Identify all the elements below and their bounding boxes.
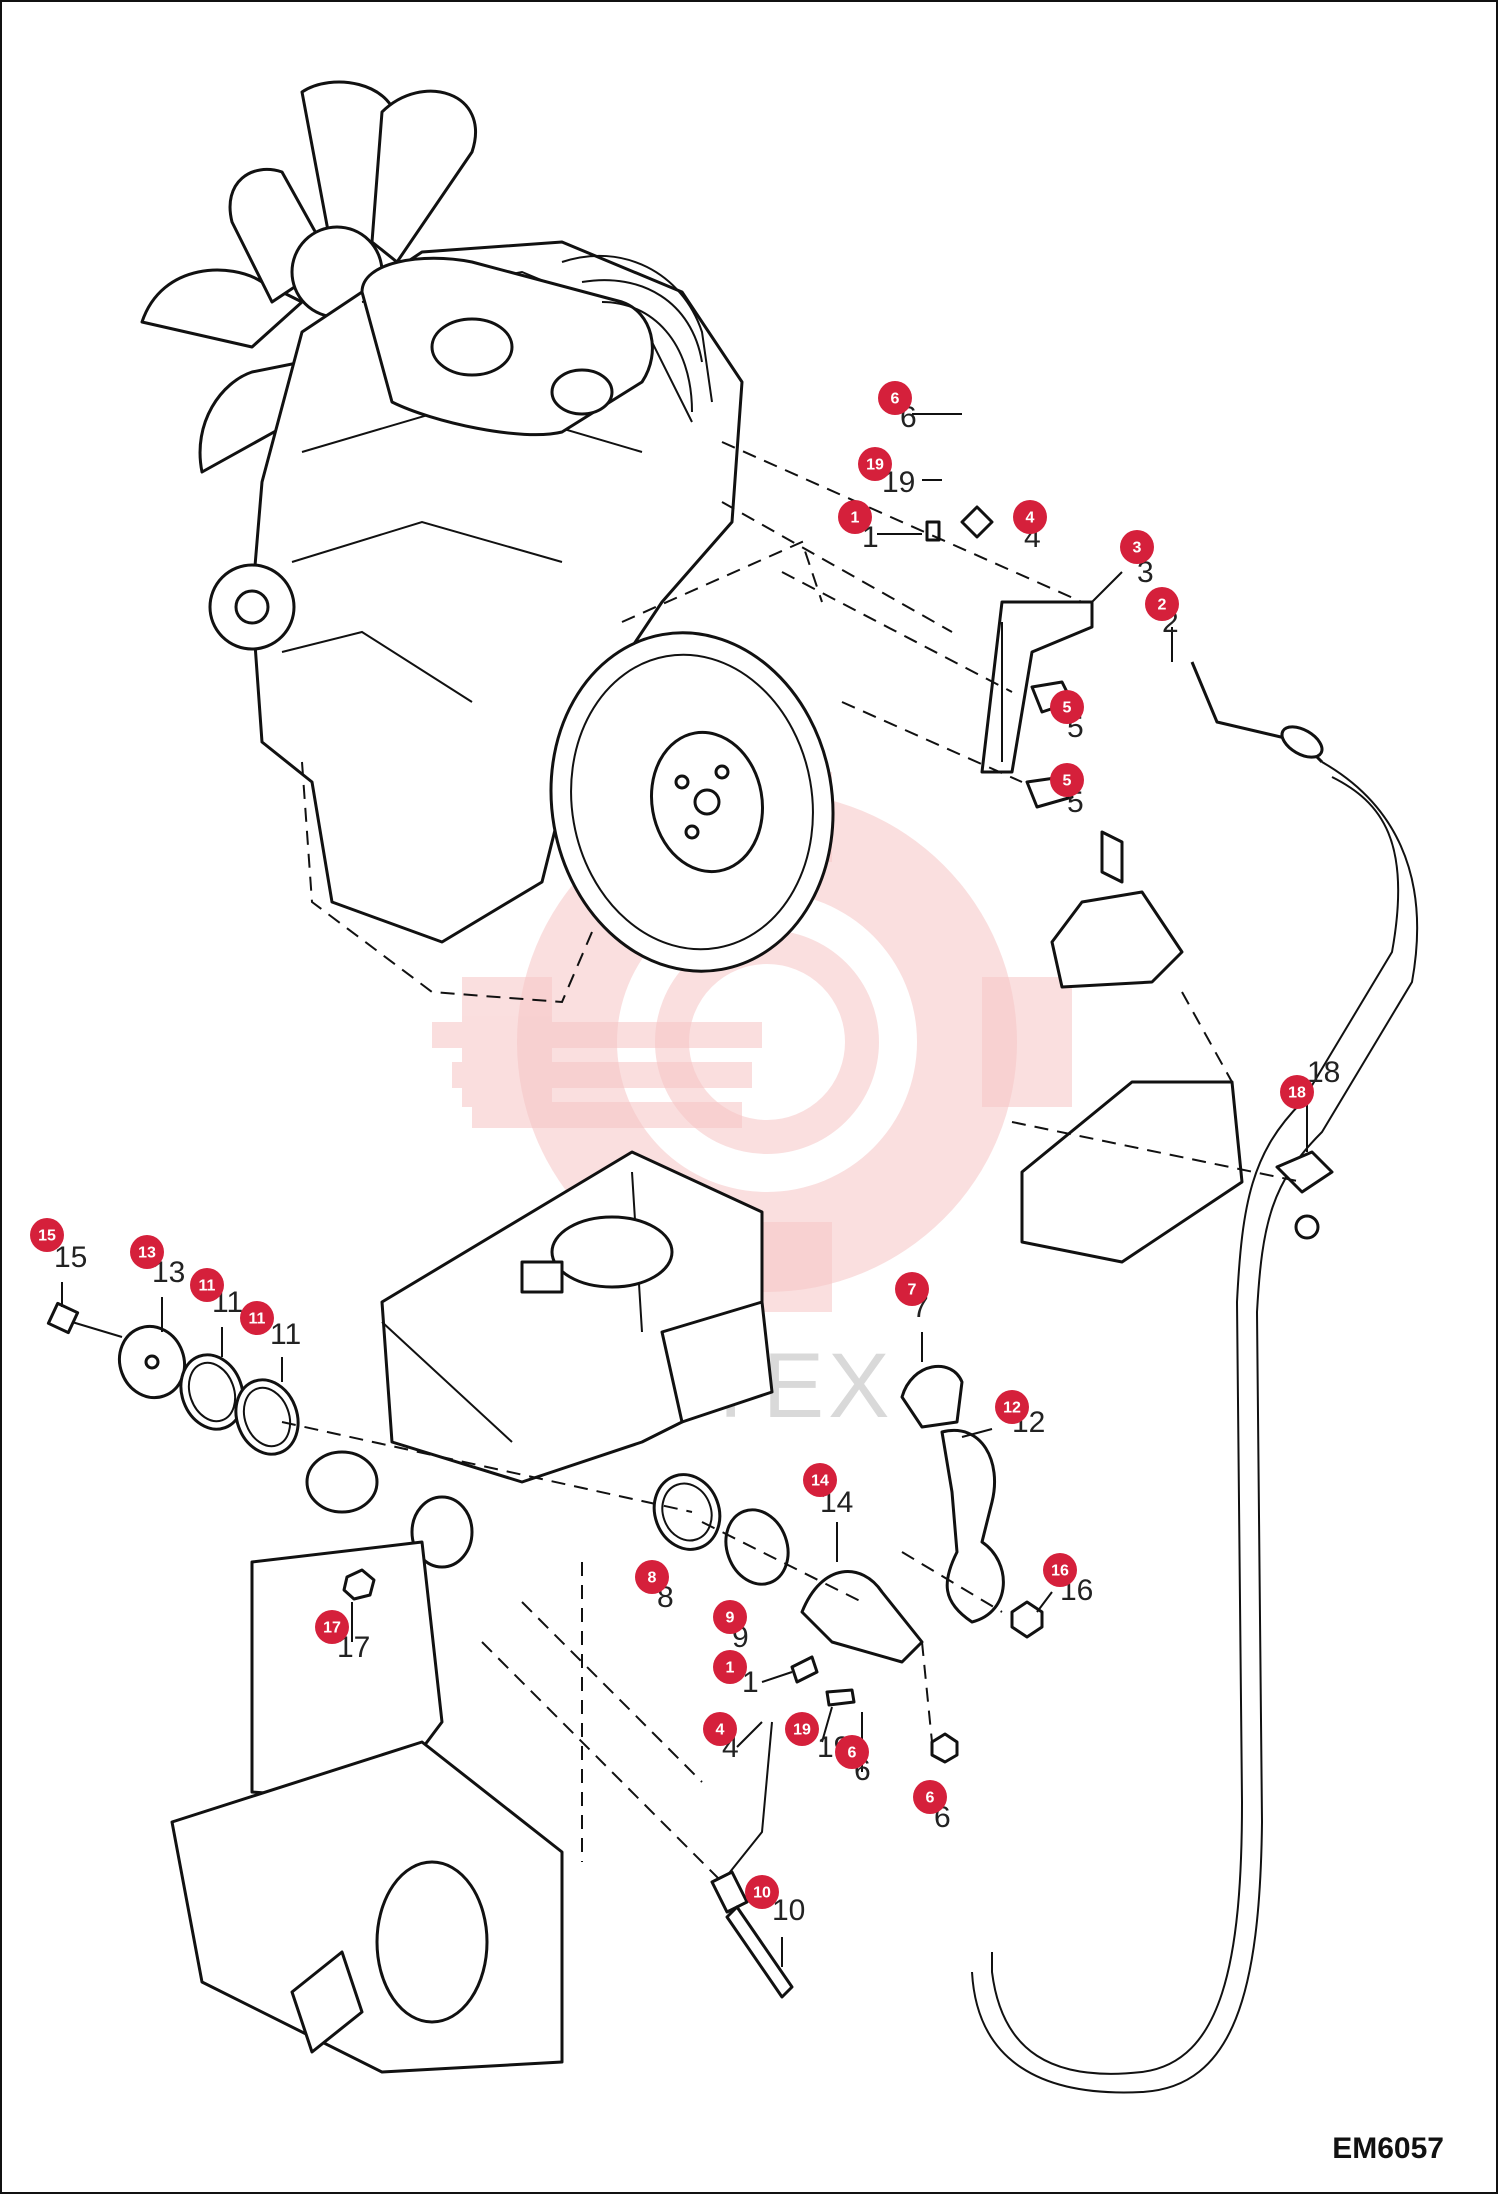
callout-number: 5: [1063, 773, 1072, 790]
callout-leader: [1036, 1591, 1053, 1613]
callout-number: 2: [1158, 597, 1167, 614]
callout-number: 6: [848, 1745, 857, 1762]
callout-ghost-label: 18: [1307, 1056, 1340, 1089]
callout-number: 19: [866, 457, 884, 474]
callout-leader: [961, 1428, 993, 1438]
callout-number: 18: [1288, 1085, 1306, 1102]
callout-bubble: [895, 1272, 929, 1306]
callout-bubble: [878, 381, 912, 415]
callout-leader: [736, 1721, 763, 1748]
callout-number: 12: [1003, 1400, 1021, 1417]
callout-bubble: [913, 1780, 947, 1814]
callout-bubble: [240, 1301, 274, 1335]
callout-ghost-label: 10: [772, 1894, 805, 1927]
frame-plate: [170, 1150, 774, 2074]
callout-6: 66: [913, 1780, 951, 1834]
callout-number: 13: [138, 1245, 156, 1262]
throttle-bracket: [925, 505, 1419, 2094]
callout-bubble: [1013, 500, 1047, 534]
callout-number: 1: [726, 1660, 735, 1677]
assembly-leaders: [721, 441, 1303, 1183]
callout-number: 4: [1026, 510, 1035, 527]
callout-number: 5: [1063, 700, 1072, 717]
callout-bubble: [858, 447, 892, 481]
callout-number: 19: [793, 1722, 811, 1739]
shaft-parts: [46, 1301, 1044, 1999]
callout-number: 6: [926, 1790, 935, 1807]
callout-3: 33: [1091, 530, 1154, 603]
callout-6: 66: [878, 381, 962, 434]
callout-bubble: [745, 1875, 779, 1909]
callout-bubble: [713, 1600, 747, 1634]
callout-bubble: [838, 500, 872, 534]
callout-ghost-label: 3: [1137, 556, 1154, 589]
callout-5: 55: [1050, 690, 1084, 744]
callout-leader: [821, 1706, 833, 1743]
callout-8: 88: [635, 1560, 674, 1614]
callout-6: 66: [835, 1712, 871, 1787]
callout-number: 3: [1133, 540, 1142, 557]
callout-bubble: [1050, 690, 1084, 724]
engine-assembly: [140, 80, 835, 1004]
callout-number: 4: [716, 1722, 725, 1739]
callout-bubble: [1043, 1553, 1077, 1587]
callout-bubble: [1145, 587, 1179, 621]
callout-number: 16: [1051, 1563, 1069, 1580]
callout-bubble: [1280, 1075, 1314, 1109]
callout-2: 22: [1145, 587, 1179, 662]
callout-4: 44: [1013, 500, 1047, 554]
callout-bubble: [835, 1735, 869, 1769]
callout-number: 10: [753, 1885, 771, 1902]
callout-number: 1: [851, 510, 860, 527]
callout-number: 7: [908, 1282, 917, 1299]
callout-bubble: [803, 1463, 837, 1497]
callout-number: 17: [323, 1620, 341, 1637]
callout-bubble: [635, 1560, 669, 1594]
callout-ghost-label: 11: [270, 1318, 301, 1351]
callout-number: 11: [199, 1278, 216, 1295]
callout-1: 11: [713, 1650, 793, 1699]
callout-bubble: [713, 1650, 747, 1684]
callout-number: 8: [648, 1570, 657, 1587]
callout-number: 11: [249, 1311, 266, 1328]
callout-bubble: [703, 1712, 737, 1746]
callout-4: 44: [703, 1712, 763, 1764]
callout-number: 9: [726, 1610, 735, 1627]
callout-bubble: [1120, 530, 1154, 564]
callout-1: 11: [838, 500, 922, 554]
callout-bubble: [315, 1610, 349, 1644]
diagram-code: EM6057: [1332, 2132, 1444, 2165]
callout-bubble: [130, 1235, 164, 1269]
callout-ghost-label: 1: [742, 1666, 759, 1699]
callout-9: 99: [713, 1600, 749, 1654]
callout-ghost-label: 15: [54, 1241, 87, 1274]
callout-bubble: [995, 1390, 1029, 1424]
callout-bubble: [30, 1218, 64, 1252]
callout-5: 55: [1050, 763, 1084, 819]
callout-bubble: [785, 1712, 819, 1746]
callout-7: 77: [895, 1272, 929, 1362]
callout-leader: [1091, 571, 1123, 603]
callout-number: 6: [891, 391, 900, 408]
callout-number: 15: [38, 1228, 56, 1245]
callout-leader: [761, 1671, 793, 1683]
callout-bubble: [190, 1268, 224, 1302]
callout-number: 14: [811, 1473, 829, 1490]
callout-bubble: [1050, 763, 1084, 797]
